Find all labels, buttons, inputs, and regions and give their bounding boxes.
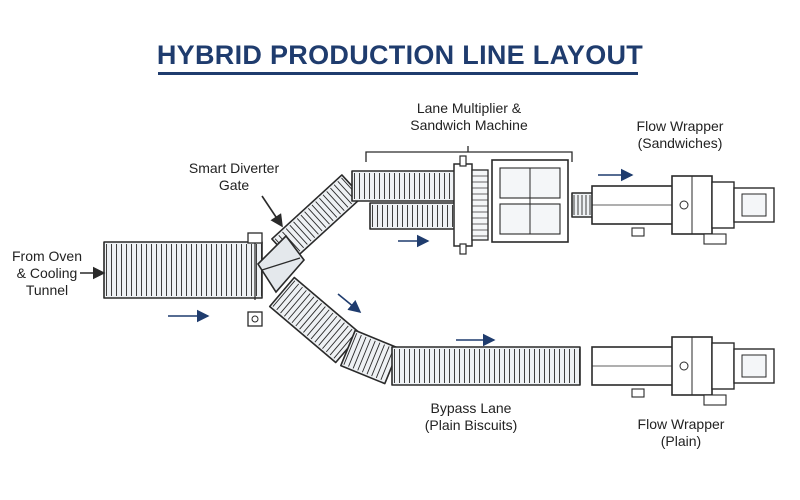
inlet-label: From Oven & Cooling Tunnel: [11, 248, 82, 298]
flow-wrapper-sandwiches: [591, 175, 775, 245]
diverter-label: Smart Diverter Gate: [188, 160, 280, 193]
roller: [329, 328, 353, 356]
bypass-conveyor: [268, 276, 581, 386]
wrapper-foot: [631, 388, 645, 398]
multiplier-bracket: [365, 151, 573, 162]
bypass-entry-arrow: [337, 293, 362, 314]
wrapper-top-label: Flow Wrapper (Sandwiches): [636, 118, 724, 151]
title-underline: [158, 72, 638, 75]
multiplier-label: Lane Multiplier & Sandwich Machine: [410, 100, 528, 133]
wrapper-foot: [631, 227, 645, 237]
roller: [311, 204, 330, 225]
inlet-conveyor: [103, 241, 263, 299]
multiplier-head: [453, 163, 473, 247]
roller: [296, 218, 316, 238]
head-cap-top: [459, 155, 467, 167]
roller: [352, 336, 367, 369]
roller: [307, 208, 327, 228]
sealing-roller: [679, 361, 689, 371]
lane-guides: [471, 169, 489, 241]
diverter-pointer-arrow: [261, 195, 283, 228]
roller: [280, 286, 303, 314]
belt-segment: [103, 241, 263, 299]
sealing-roller: [679, 200, 689, 210]
diagram-title: HYBRID PRODUCTION LINE LAYOUT: [156, 40, 644, 70]
roller: [303, 306, 326, 333]
roller: [285, 228, 305, 249]
roller: [287, 293, 311, 320]
smart-diverter-gate: [247, 232, 306, 327]
roller: [322, 194, 341, 215]
roller: [306, 309, 330, 336]
wrapper-film-unit: [711, 181, 735, 229]
gate-actuator-bottom: [247, 311, 263, 327]
outfeed-panel: [741, 354, 767, 378]
roller: [299, 303, 322, 330]
roller: [276, 283, 300, 311]
upper-lane-2-conveyor: [369, 202, 469, 230]
roller: [284, 290, 307, 317]
wrapper-control-box: [703, 233, 727, 245]
gate-actuator-top: [247, 232, 263, 244]
roller: [318, 319, 341, 346]
roller: [300, 214, 319, 235]
roller: [343, 333, 358, 365]
roller: [326, 191, 345, 211]
roller: [304, 211, 323, 232]
roller: [293, 221, 312, 242]
roller: [357, 338, 372, 371]
roller: [325, 325, 349, 353]
roller: [282, 231, 301, 252]
wrapper-bottom-label: Flow Wrapper (Plain): [637, 416, 725, 449]
roller: [319, 197, 338, 218]
roller: [315, 201, 334, 222]
gate-bolt: [251, 315, 259, 323]
roller: [371, 344, 385, 377]
outfeed-panel: [741, 193, 767, 217]
roller: [310, 312, 334, 340]
wrapper-film-unit: [711, 342, 735, 390]
roller: [366, 342, 381, 375]
roller: [291, 296, 315, 324]
roller: [330, 187, 349, 208]
roller: [314, 315, 338, 343]
roller: [333, 184, 352, 205]
head-cap-bottom: [459, 243, 467, 255]
wrapper-control-box: [703, 394, 727, 406]
roller: [361, 340, 376, 373]
bypass-label: Bypass Lane (Plain Biscuits): [424, 400, 518, 433]
belt-segment: [391, 346, 581, 386]
roller: [348, 334, 362, 367]
upper-branch-conveyor: [271, 170, 469, 262]
flow-wrapper-plain: [591, 336, 775, 406]
roller: [272, 280, 296, 307]
roller: [375, 346, 390, 379]
lane-multiplier-sandwich-machine: [365, 146, 573, 255]
roller: [295, 299, 319, 327]
roller: [289, 224, 308, 245]
gate-flap: [261, 257, 301, 271]
roller: [322, 322, 345, 349]
